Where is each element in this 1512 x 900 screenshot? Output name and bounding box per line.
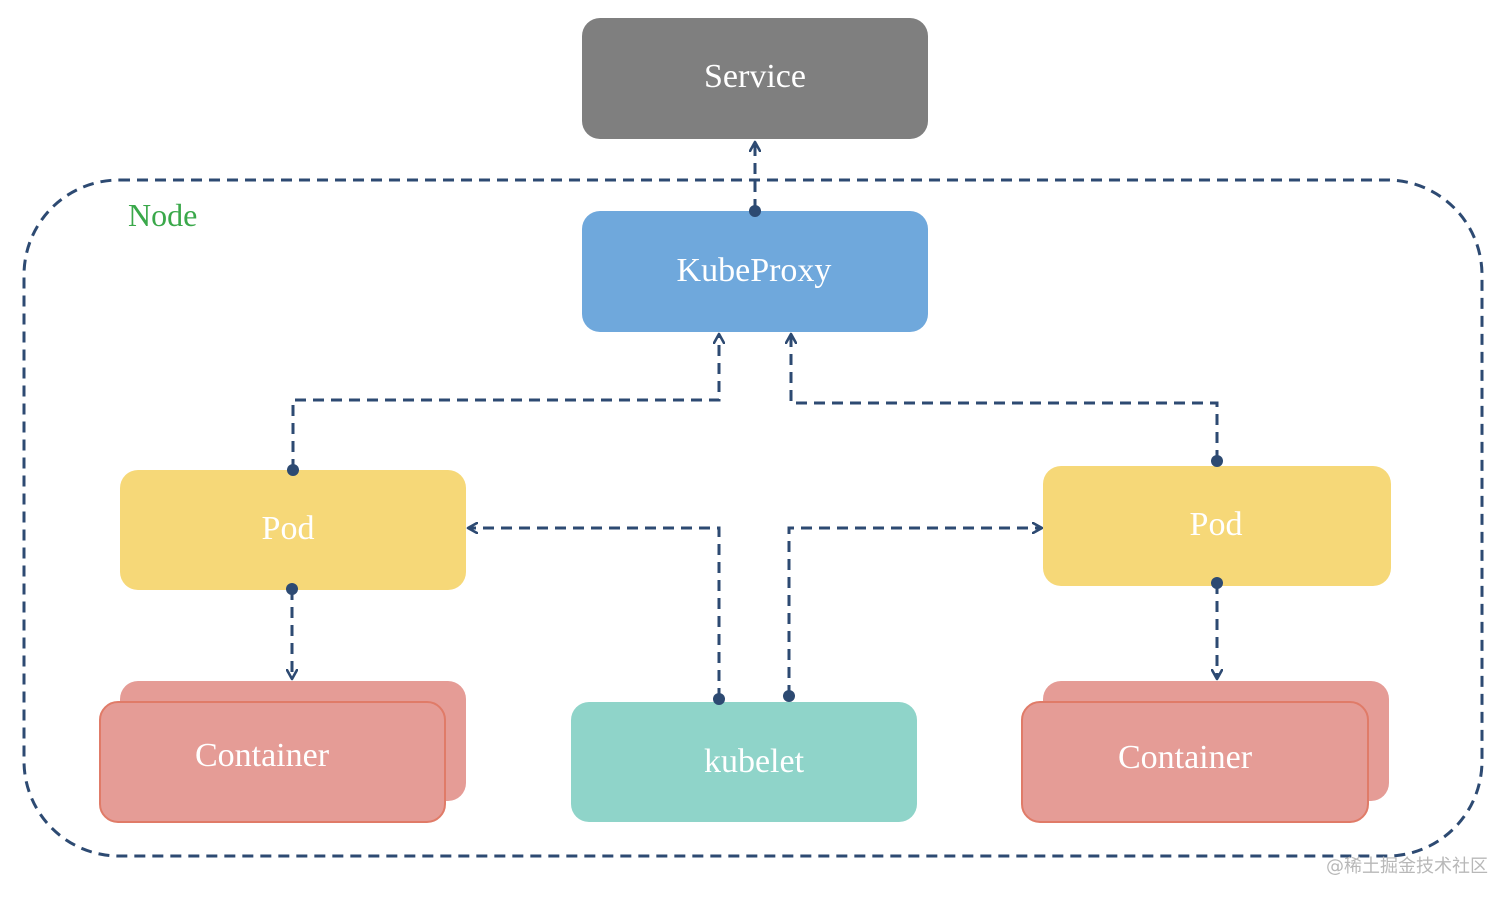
watermark: @稀土掘金技术社区	[1326, 856, 1488, 877]
edge-pod-left-kubeproxy	[291, 334, 719, 470]
dot-pod-right-top	[1211, 455, 1223, 467]
dot-pod-left-top	[287, 464, 299, 476]
container-right-node: Container	[1021, 681, 1389, 823]
kubelet-label: kubelet	[704, 743, 805, 780]
node-boundary-label: Node	[128, 197, 197, 233]
container-right-front	[1021, 701, 1369, 823]
edge-kubelet-pod-left	[468, 528, 721, 699]
dot-kubeproxy-top	[749, 205, 761, 217]
container-right-label: Container	[1118, 739, 1253, 776]
kubelet-node: kubelet	[571, 702, 917, 822]
connector-dots	[286, 205, 1223, 705]
container-left-node: Container	[99, 681, 466, 823]
kubeproxy-node: KubeProxy	[582, 211, 928, 332]
pod-right-label: Pod	[1190, 506, 1243, 543]
dot-kubelet-right	[783, 690, 795, 702]
dot-pod-left-bottom	[286, 583, 298, 595]
pod-right-node: Pod	[1043, 466, 1391, 586]
kubeproxy-label: KubeProxy	[677, 252, 832, 289]
edges	[292, 142, 1217, 699]
edge-pod-right-kubeproxy	[791, 334, 1219, 461]
pod-left-node: Pod	[120, 470, 466, 590]
service-node: Service	[582, 18, 928, 139]
container-left-front	[99, 701, 446, 823]
pod-left-label: Pod	[262, 510, 315, 547]
dot-pod-right-bottom	[1211, 577, 1223, 589]
container-left-label: Container	[195, 737, 330, 774]
edge-kubelet-pod-right	[787, 528, 1042, 696]
dot-kubelet-left	[713, 693, 725, 705]
node-boundary	[22, 178, 1484, 858]
service-label: Service	[704, 58, 806, 95]
